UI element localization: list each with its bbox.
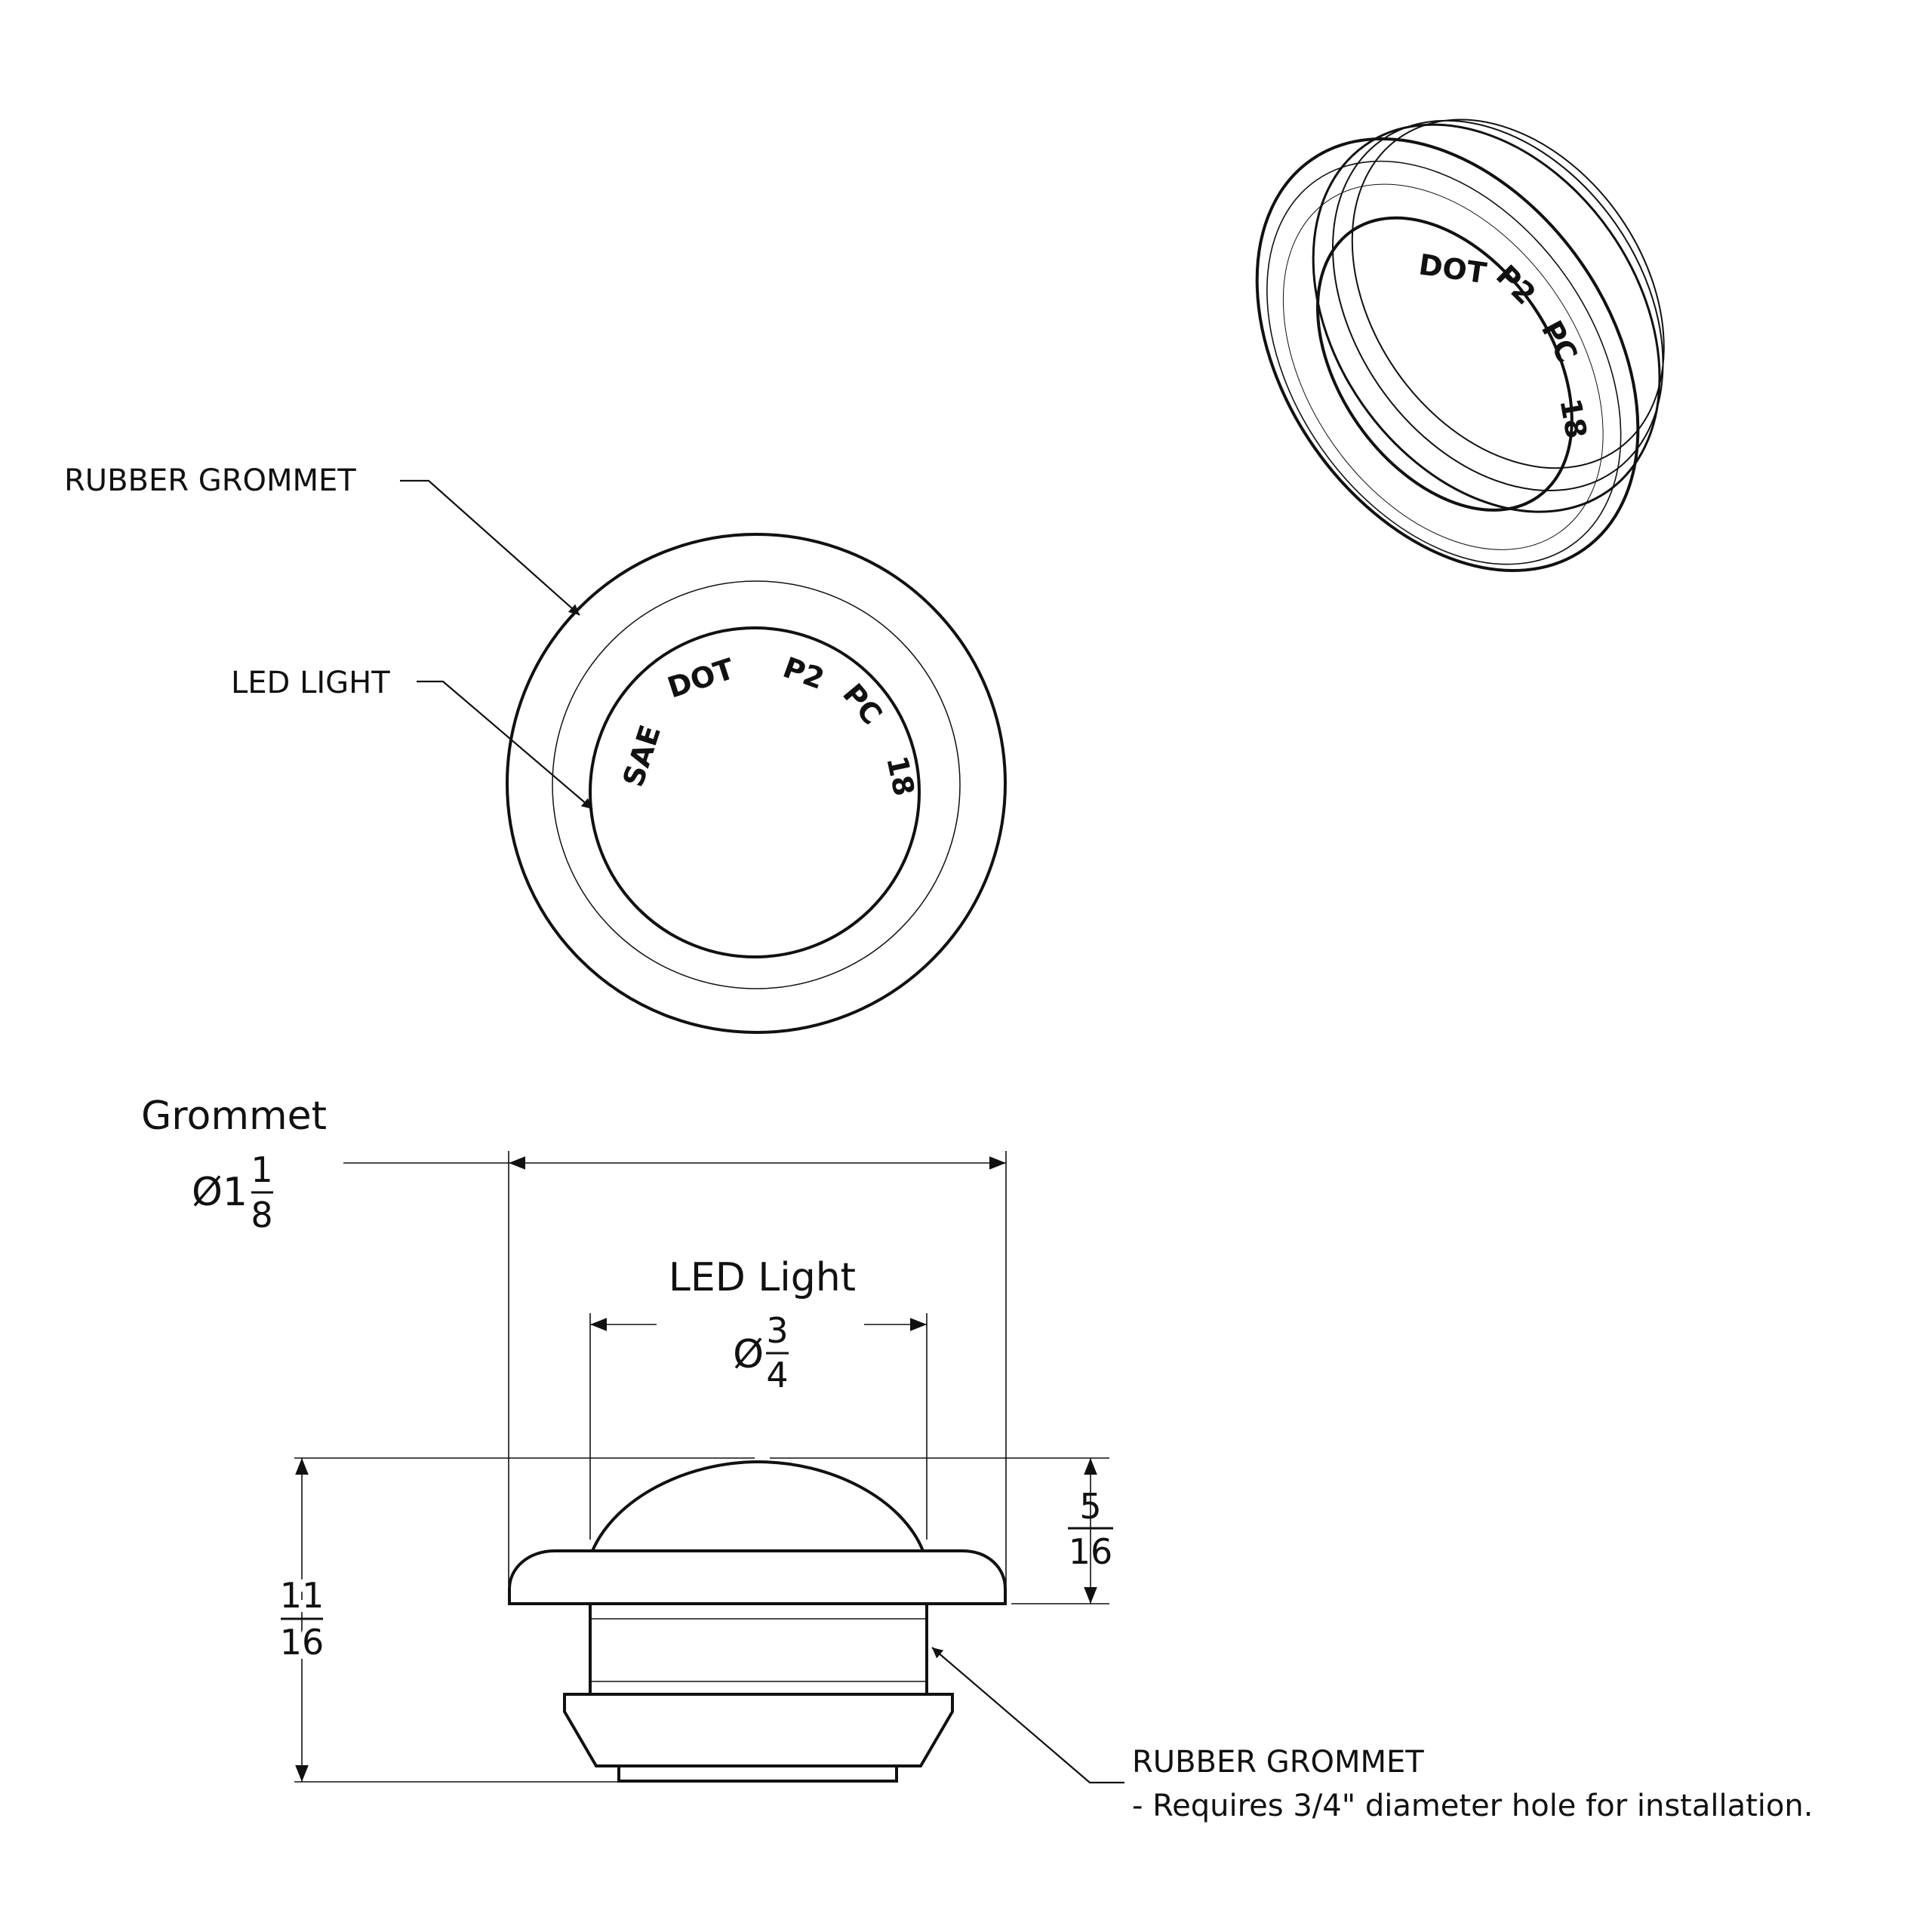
side-view: Grommet Ø1 1 8 LED Light Ø 3 4 5 16 11 1… xyxy=(141,1094,1813,1823)
extension-lines xyxy=(294,1151,1109,1783)
grommet-inner-circle xyxy=(552,580,961,989)
dim-grommet-num: 1 xyxy=(251,1149,272,1190)
led-base xyxy=(617,1764,898,1783)
leader-rubber-grommet xyxy=(400,479,580,616)
callout-rubber-grommet: RUBBER GROMMET xyxy=(64,463,356,498)
dim-led-den: 4 xyxy=(766,1355,788,1395)
iso-marking-18: 18 xyxy=(1553,396,1593,441)
leader-led-light xyxy=(417,680,593,810)
isometric-view: DOT P2 PC 18 xyxy=(1255,118,1665,572)
dim-lens-height-den: 16 xyxy=(1069,1531,1113,1572)
dim-grommet-prefix: Ø1 xyxy=(192,1170,248,1215)
dim-led-label: LED Light xyxy=(669,1255,856,1300)
dim-grommet-label: Grommet xyxy=(141,1094,327,1139)
dim-led-prefix: Ø xyxy=(733,1332,764,1377)
lens-marking-sae: SAE xyxy=(617,721,667,790)
callout-led-light: LED LIGHT xyxy=(231,666,390,700)
grommet-body xyxy=(589,1604,928,1694)
dim-total-height-den: 16 xyxy=(280,1622,325,1663)
leader-side-grommet xyxy=(931,1647,1124,1784)
front-view: SAE DOT P2 PC 18 RUBBER GROMMET LED LIGH… xyxy=(64,463,1007,1034)
led-lens-circle xyxy=(589,626,921,958)
lens-marking-dot: DOT xyxy=(663,652,738,705)
iso-marking-dot: DOT xyxy=(1417,248,1488,290)
grommet-outer-circle xyxy=(506,533,1007,1034)
lens-marking-18: 18 xyxy=(880,753,921,799)
led-dome xyxy=(591,1460,924,1552)
dim-grommet-den: 8 xyxy=(251,1195,272,1235)
lens-marking-p2: P2 xyxy=(779,651,829,696)
grommet-barb xyxy=(563,1693,954,1767)
dim-total-height-num: 11 xyxy=(280,1575,325,1616)
dim-led-num: 3 xyxy=(766,1310,788,1351)
callout-side-grommet: RUBBER GROMMET xyxy=(1132,1745,1424,1780)
callout-side-note: - Requires 3/4" diameter hole for instal… xyxy=(1132,1789,1813,1823)
dim-lens-height-num: 5 xyxy=(1079,1486,1101,1527)
grommet-flange xyxy=(508,1549,1007,1605)
